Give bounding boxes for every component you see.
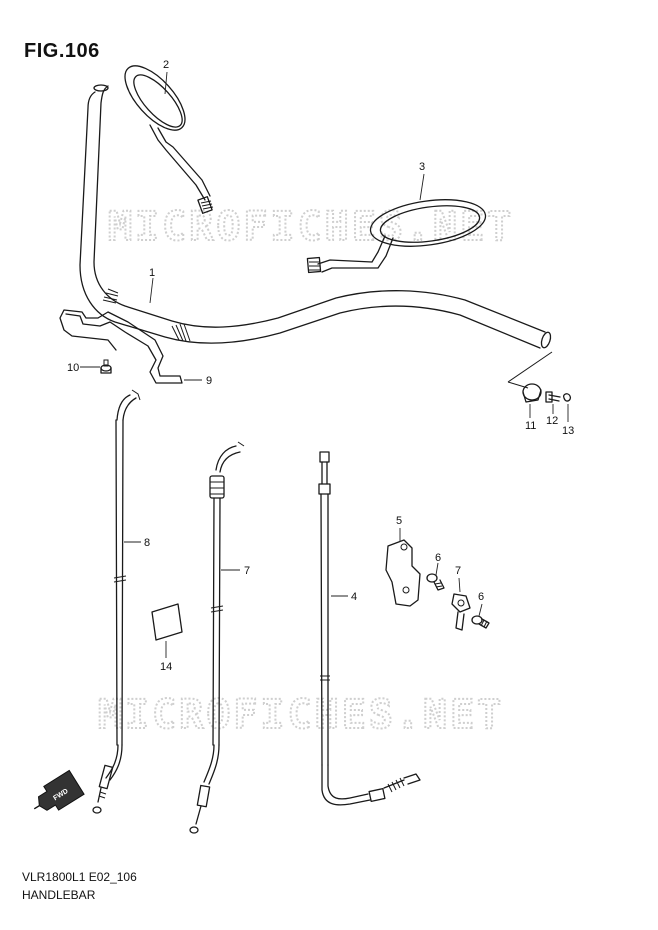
- callout-14: 13: [562, 425, 574, 437]
- label-15: [151, 603, 183, 641]
- callout-7a: 6: [435, 552, 441, 564]
- watermark-top: MICROFICHES.NET: [108, 204, 514, 250]
- callout-13: 12: [546, 415, 558, 427]
- callout-2: 2: [163, 59, 169, 71]
- bar-end-parts: [507, 351, 572, 403]
- callout-6: 7: [455, 565, 461, 577]
- bracket: [385, 539, 421, 607]
- wire-guide: [59, 309, 183, 384]
- callout-4: 4: [351, 591, 357, 603]
- callout-11: 10: [67, 362, 79, 374]
- callout-1: 1: [149, 267, 155, 279]
- bolt-upper: [426, 573, 445, 591]
- section-name: HANDLEBAR: [22, 888, 96, 902]
- callout-12: 11: [525, 420, 536, 432]
- callout-15: 14: [160, 661, 172, 673]
- clutch-cable: [318, 451, 421, 806]
- throttle-cable-8: [189, 441, 245, 834]
- screw-11: [100, 359, 112, 374]
- handlebar: [79, 84, 552, 349]
- callout-5: 5: [396, 515, 402, 527]
- watermark-bottom: MICROFICHES.NET: [98, 692, 504, 738]
- figure-title: FIG.106: [24, 40, 100, 62]
- callout-10: 9: [206, 375, 212, 387]
- callout-8: 7: [244, 565, 250, 577]
- callout-3: 3: [419, 161, 425, 173]
- clamp: [451, 593, 471, 631]
- mirror-left: [124, 65, 214, 214]
- throttle-cable-9: [92, 389, 141, 814]
- model-code: VLR1800L1 E02_106: [22, 870, 137, 884]
- mirror-right: [306, 199, 487, 274]
- callout-7b: 6: [478, 591, 484, 603]
- callout-9: 8: [144, 537, 150, 549]
- fwd-arrow: FWD: [33, 769, 85, 811]
- bolt-lower: [471, 615, 490, 629]
